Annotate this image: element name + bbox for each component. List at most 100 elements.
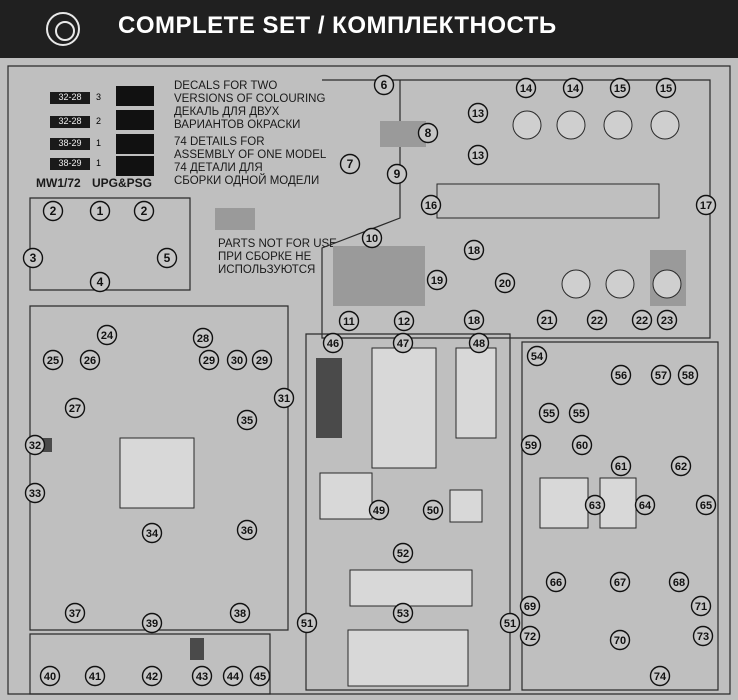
part-number-label: 12 xyxy=(398,316,410,328)
part-number-circle xyxy=(520,434,542,456)
part-number-circle xyxy=(133,200,155,222)
decal-label-left: MW1/72 xyxy=(36,176,81,190)
part-number-circle xyxy=(368,499,390,521)
part-number-circle xyxy=(42,349,64,371)
part-number-label: 34 xyxy=(146,528,159,540)
part-number-label: 10 xyxy=(366,233,378,245)
part-number-circle xyxy=(42,200,64,222)
part-number-circle xyxy=(24,434,46,456)
part-number-circle xyxy=(610,364,632,386)
part-number-circle xyxy=(668,571,690,593)
part-number-circle xyxy=(568,402,590,424)
part-number-circle xyxy=(655,77,677,99)
part-number-label: 23 xyxy=(661,315,673,327)
part-number-label: 31 xyxy=(278,393,290,405)
decal-plate: 38-29 xyxy=(50,158,90,170)
decal-sheet: 32-28 3 32-28 2 38-29 1 38-29 1 xyxy=(40,84,158,176)
part-number-label: 15 xyxy=(614,83,626,95)
part-number-label: 24 xyxy=(101,330,114,342)
part-number-label: 65 xyxy=(700,500,712,512)
part-number-circle xyxy=(191,665,213,687)
decal-square xyxy=(116,86,154,106)
part-number-circle xyxy=(39,665,61,687)
part-number-circle xyxy=(251,349,273,371)
decal-label-right: UPG&PSG xyxy=(92,176,153,190)
part-number-circle xyxy=(468,332,490,354)
part-number-circle xyxy=(373,74,395,96)
part-number-label: 51 xyxy=(504,618,516,630)
part-number-label: 59 xyxy=(525,440,537,452)
part-number-label: 2 xyxy=(50,204,57,218)
part-number-circle xyxy=(426,269,448,291)
part-number-circle xyxy=(677,364,699,386)
part-number-circle xyxy=(467,102,489,124)
part-number-label: 64 xyxy=(639,500,652,512)
decal-square xyxy=(116,156,154,176)
part-number-circle xyxy=(236,409,258,431)
part-number-label: 26 xyxy=(84,355,96,367)
part-number-label: 46 xyxy=(327,338,339,350)
part-number-circle xyxy=(198,349,220,371)
part-number-label: 61 xyxy=(615,461,627,473)
decal-count: 3 xyxy=(96,92,102,102)
part-number-label: 20 xyxy=(499,278,511,290)
part-number-circle xyxy=(586,309,608,331)
part-number-label: 71 xyxy=(695,601,707,613)
part-number-circle xyxy=(141,665,163,687)
part-number-circle xyxy=(515,77,537,99)
part-number-circle xyxy=(584,494,606,516)
part-number-label: 62 xyxy=(675,461,687,473)
part-number-circle xyxy=(141,522,163,544)
part-number-circle xyxy=(650,364,672,386)
part-number-circle xyxy=(634,494,656,516)
part-number-circle xyxy=(226,349,248,371)
part-number-label: 8 xyxy=(425,126,432,140)
part-number-circle xyxy=(649,665,671,687)
part-number-circle xyxy=(192,327,214,349)
part-number-label: 15 xyxy=(660,83,672,95)
part-number-circle xyxy=(89,271,111,293)
part-number-label: 57 xyxy=(655,370,667,382)
part-number-label: 28 xyxy=(197,333,209,345)
part-number-label: 29 xyxy=(203,355,215,367)
logo-emblem-icon xyxy=(46,12,80,46)
part-number-label: 48 xyxy=(473,338,485,350)
part-number-circle xyxy=(361,227,383,249)
part-number-label: 29 xyxy=(256,355,268,367)
part-number-label: 22 xyxy=(591,315,603,327)
part-number-circle xyxy=(393,310,415,332)
part-number-circle xyxy=(417,122,439,144)
decal-square xyxy=(116,110,154,130)
part-number-circle xyxy=(64,602,86,624)
part-number-circle xyxy=(463,309,485,331)
part-number-label: 60 xyxy=(576,440,588,452)
part-number-circle xyxy=(339,153,361,175)
part-number-circle xyxy=(695,194,717,216)
part-number-circle xyxy=(422,499,444,521)
part-number-circle xyxy=(296,612,318,634)
part-number-circle xyxy=(692,625,714,647)
part-number-circle xyxy=(222,665,244,687)
part-number-circle xyxy=(571,434,593,456)
part-number-circle xyxy=(610,455,632,477)
part-number-label: 51 xyxy=(301,618,313,630)
part-number-label: 41 xyxy=(89,671,101,683)
part-number-circle xyxy=(322,332,344,354)
part-number-circle xyxy=(656,309,678,331)
part-number-circle xyxy=(64,397,86,419)
part-number-label: 6 xyxy=(381,78,388,92)
part-number-label: 5 xyxy=(164,251,171,265)
part-number-label: 19 xyxy=(431,275,443,287)
part-number-circle xyxy=(273,387,295,409)
part-number-circle xyxy=(526,345,548,367)
part-number-circle xyxy=(386,163,408,185)
part-number-label: 66 xyxy=(550,577,562,589)
sprue-frames xyxy=(7,65,731,695)
part-number-circle xyxy=(22,247,44,269)
part-number-label: 16 xyxy=(425,200,437,212)
part-number-label: 27 xyxy=(69,403,81,415)
part-number-label: 52 xyxy=(397,548,409,560)
